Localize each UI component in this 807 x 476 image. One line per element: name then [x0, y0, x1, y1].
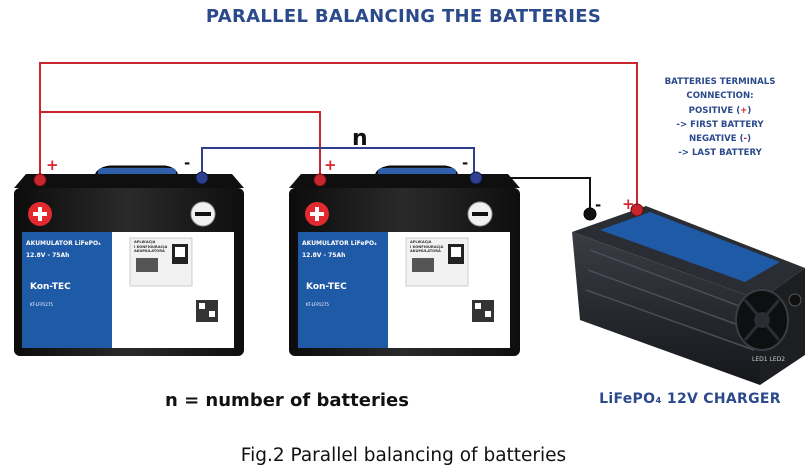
positive-wire-main	[39, 62, 638, 208]
positive-wire-link	[40, 111, 321, 180]
battery-1-spec: 12.8V - 75Ah	[26, 252, 70, 259]
page-title: PARALLEL BALANCING THE BATTERIES	[205, 6, 602, 27]
battery-2-plus-sign: +	[324, 156, 337, 174]
battery-2	[289, 165, 520, 356]
terminals-connection-legend: BATTERIES TERMINALS CONNECTION: POSITIVE…	[646, 75, 794, 161]
charger-led-text: LED1 LED2	[752, 356, 786, 363]
charger-name-label: LiFePO₄ 12V CHARGER	[599, 391, 781, 407]
charger-plus-sign: +	[622, 195, 635, 213]
battery-2-app-panel	[405, 237, 494, 322]
n-definition-caption: n = number of batteries	[165, 390, 409, 411]
battery-1-app-label: APLIKACJA I KONFIGURACJA AKUMULATORA	[134, 240, 168, 253]
legend-negative-suffix: )	[747, 134, 752, 145]
battery-2-app-label: APLIKACJA I KONFIGURACJA AKUMULATORA	[410, 240, 444, 253]
legend-line-4: -> FIRST BATTERY	[676, 119, 764, 130]
battery-1-brand: Kon-TEC	[30, 282, 71, 292]
battery-2-minus-sign: -	[462, 154, 469, 172]
battery-1-app-panel	[129, 237, 218, 322]
legend-negative-sign: -	[743, 134, 748, 145]
legend-line-5: NEGATIVE (-)	[646, 132, 794, 146]
battery-2-spec: 12.8V - 75Ah	[302, 252, 346, 259]
n-label: n	[352, 126, 368, 151]
battery-2-code: KT-LFP1275	[306, 302, 329, 307]
battery-1-model-label: AKUMULATOR LiFePO₄	[26, 240, 101, 247]
legend-line-6: -> LAST BATTERY	[678, 148, 762, 159]
battery-1-code: KT-LFP1275	[30, 302, 53, 307]
battery-2-brand: Kon-TEC	[306, 282, 347, 292]
legend-negative-prefix: NEGATIVE (	[688, 134, 744, 145]
legend-line-3: POSITIVE (+)	[646, 104, 794, 118]
legend-line-1: BATTERIES TERMINALS	[664, 77, 776, 87]
battery-2-model-label: AKUMULATOR LiFePO₄	[302, 240, 377, 247]
legend-line-2: CONNECTION:	[686, 91, 754, 102]
legend-positive-prefix: POSITIVE (	[688, 105, 741, 116]
battery-1-plus-sign: +	[46, 156, 59, 174]
legend-positive-sign: +	[740, 105, 748, 116]
legend-positive-suffix: )	[747, 105, 752, 116]
figure-caption: Fig.2 Parallel balancing of batteries	[240, 445, 567, 466]
battery-1	[14, 165, 244, 356]
charger-minus-sign: -	[595, 196, 602, 214]
lifepo4-charger	[572, 203, 805, 385]
negative-wire-link	[201, 147, 475, 178]
battery-1-minus-sign: -	[184, 154, 191, 172]
